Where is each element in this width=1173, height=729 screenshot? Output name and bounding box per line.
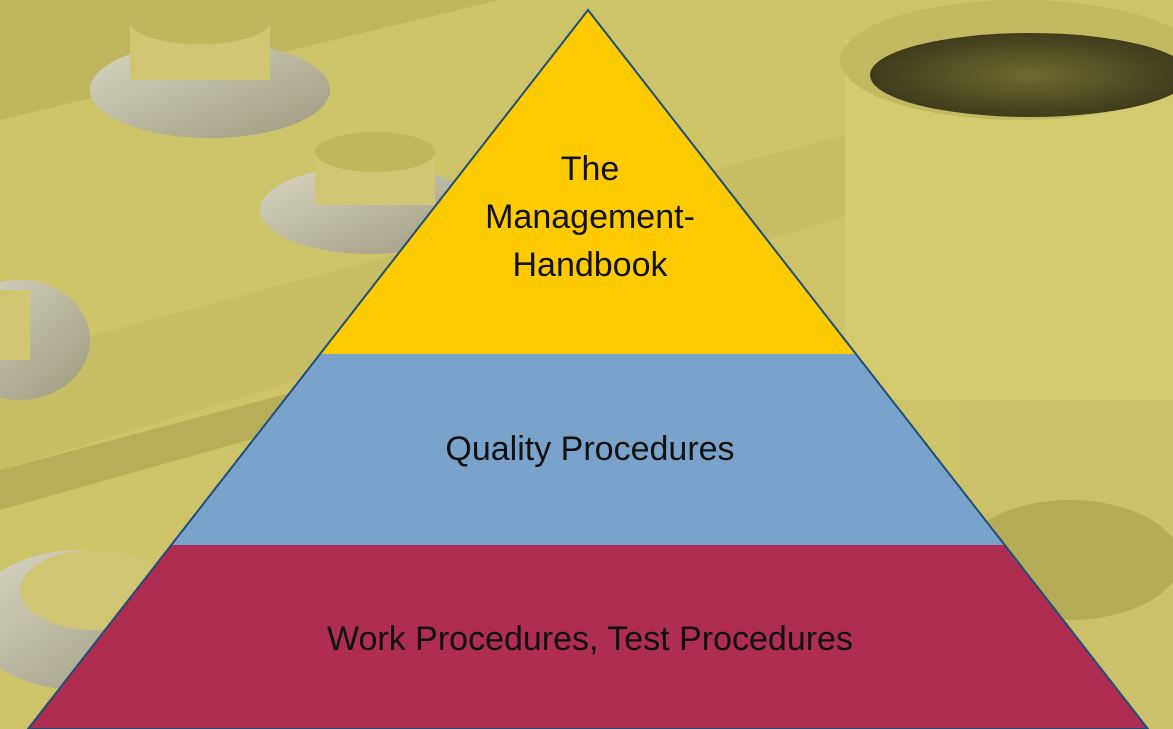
- tier-work-procedures-label: Work Procedures, Test Procedures: [327, 620, 853, 658]
- tier-management-handbook: [320, 10, 856, 354]
- large-cup: [840, 0, 1173, 729]
- tier-management-handbook-label: The Management- Handbook: [485, 150, 695, 284]
- pyramid-outline: [26, 8, 1150, 729]
- washer-nozzle-3: [0, 280, 90, 400]
- tier-quality-procedures: [172, 354, 1005, 545]
- washer-nozzle-1: [90, 0, 330, 138]
- tier-quality-procedures-label: Quality Procedures: [445, 430, 735, 468]
- tier-work-procedures: [28, 545, 1148, 729]
